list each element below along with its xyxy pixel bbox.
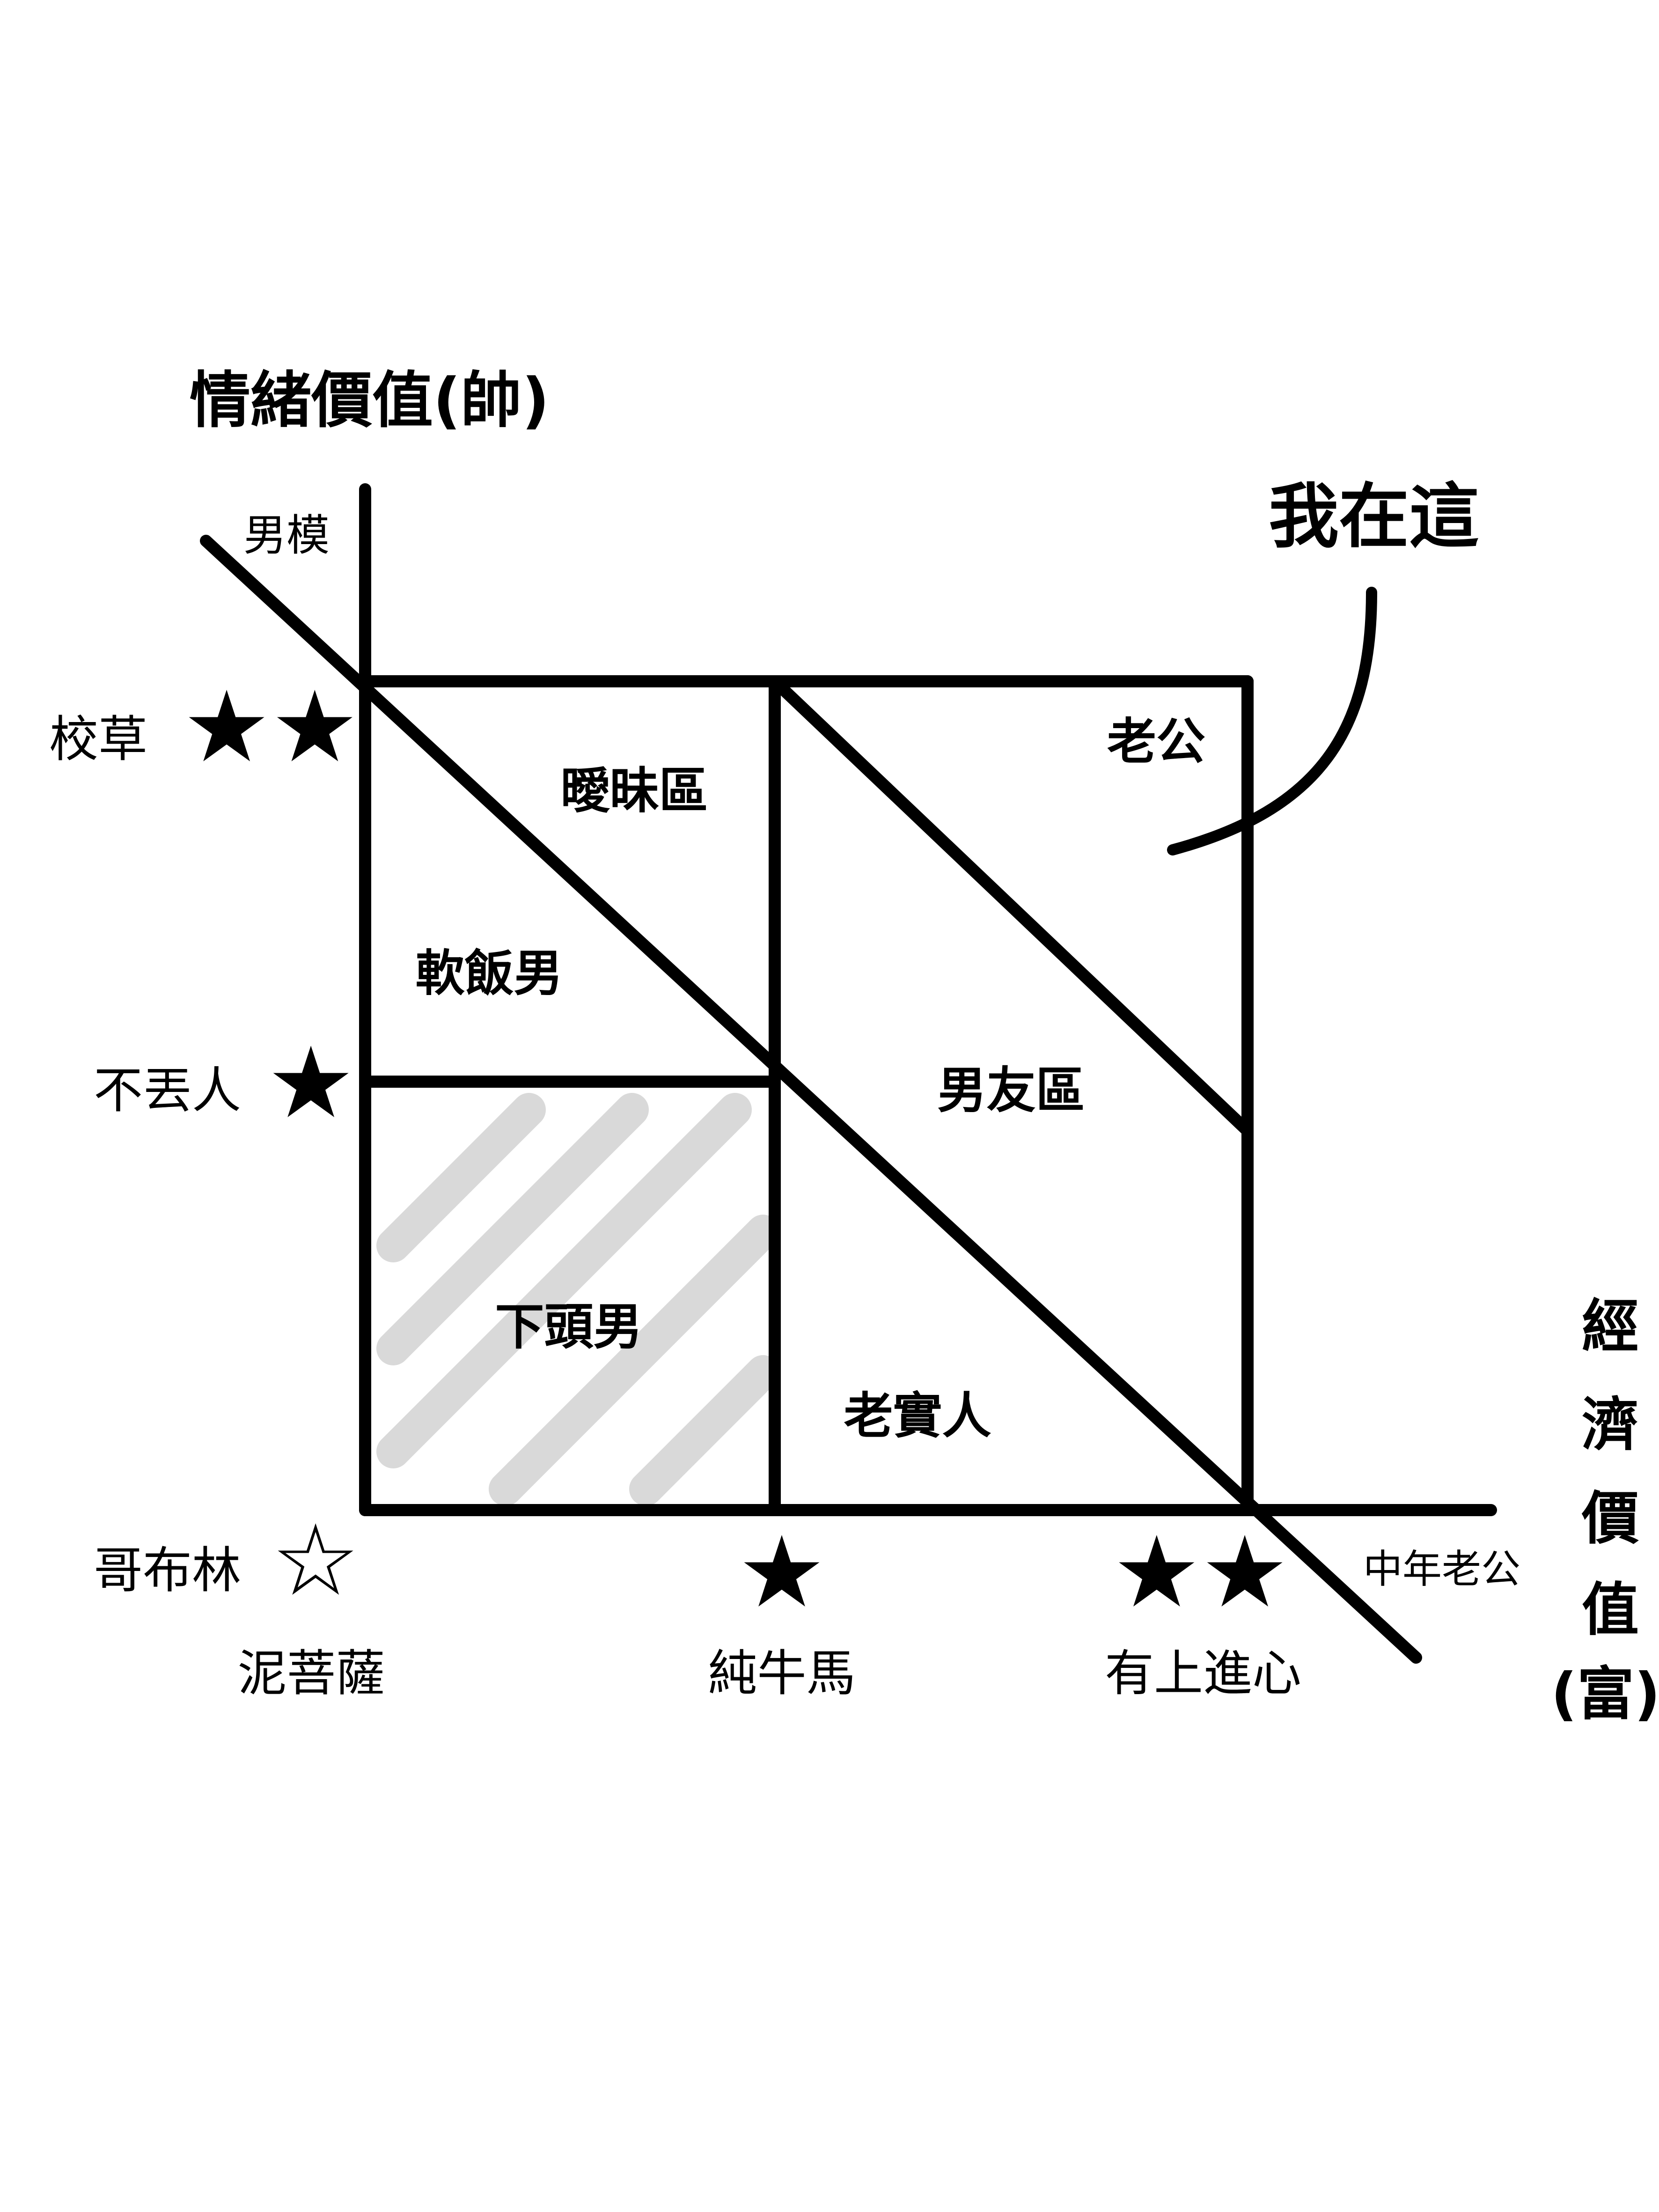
x-level-stars: ★ [738,1515,826,1630]
callout-label: 我在這 [1269,476,1479,558]
y-level-label: 哥布林 [94,1542,241,1599]
upper-diagonal [769,675,1254,1137]
x-axis-title-char: 經 [1582,1293,1639,1360]
y-level-label: 校草 [49,711,147,768]
x-axis-title-char: 值 [1582,1577,1639,1643]
x-level-label: 有上進心 [1105,1645,1301,1702]
x-axis-title-char: (富) [1551,1661,1659,1727]
zone-label-ambiguous: 曖昧區 [560,762,708,819]
y-level-label: 男模 [243,510,330,560]
zone-label-boyfriend: 男友區 [937,1062,1085,1119]
x-level-label: 中年老公 [1363,1546,1520,1592]
y-level-stars: ☆ [272,1503,360,1618]
zone-label-gigolo: 軟飯男 [415,945,563,1002]
y-level-stars: ★ [267,1025,355,1140]
callout-arrow [1167,587,1377,855]
x-axis-title-char: 價 [1581,1485,1639,1552]
x-level-label: 泥菩薩 [237,1645,385,1702]
zone-label-reject: 下頭男 [495,1298,642,1356]
x-axis-title-char: 濟 [1582,1392,1639,1458]
zone-label-honest: 老實人 [844,1387,991,1445]
main-diagonal [200,535,1422,1664]
reject-zone-hatching [376,1093,780,1506]
x-level-label: 純牛馬 [708,1645,855,1702]
y-axis-title: 情緒價值(帥) [190,365,550,436]
x-level-stars: ★★ [1113,1515,1289,1630]
y-level-stars: ★★ [183,670,359,784]
y-level-label: 不丟人 [94,1062,241,1119]
zone-label-husband: 老公 [1107,713,1205,770]
